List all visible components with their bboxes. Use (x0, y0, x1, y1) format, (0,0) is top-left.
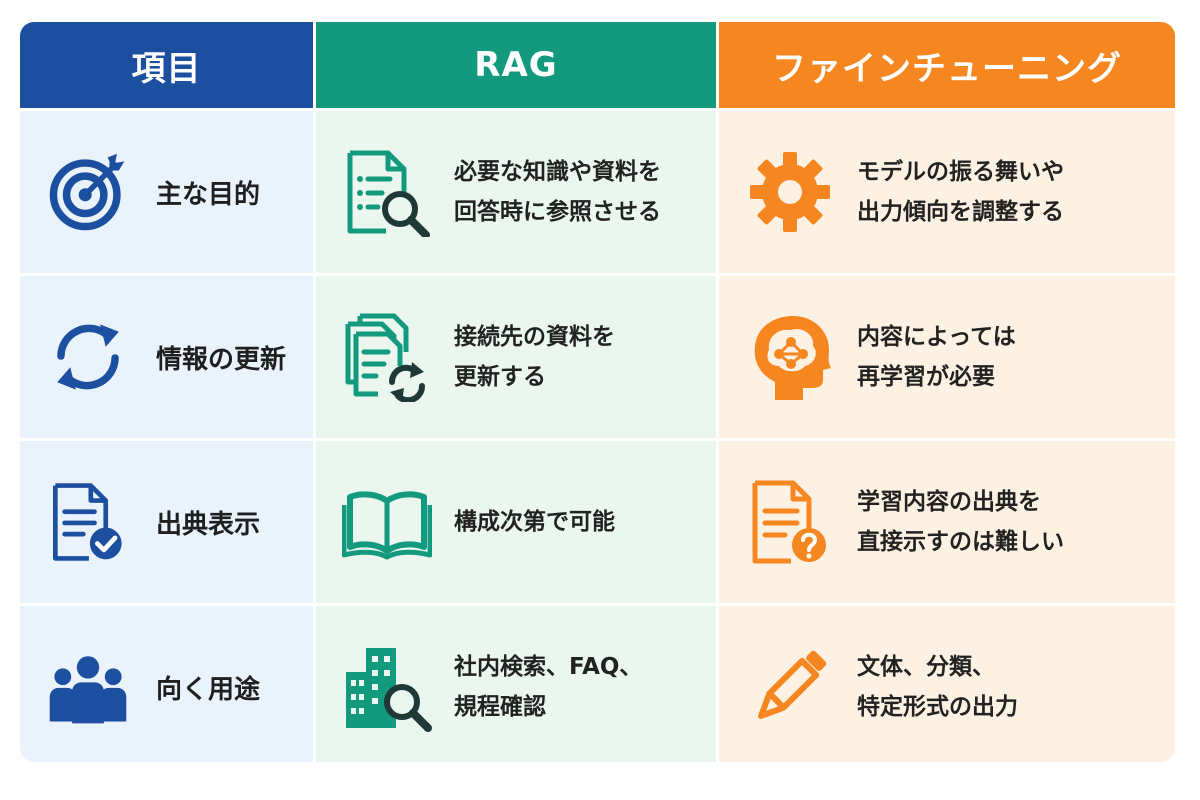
rag-description: 社内検索、FAQ、 規程確認 (454, 647, 642, 728)
description-line: 内容によっては (857, 323, 1016, 350)
ft-description: 文体、分類、 特定形式の出力 (857, 647, 1018, 728)
row-usecase-label-cell: 向く用途 (20, 606, 313, 762)
comparison-table: 項目 RAG ファインチューニング 主な目的 (20, 22, 1175, 762)
description-line: 規程確認 (454, 694, 546, 720)
row-purpose-label-cell: 主な目的 (20, 111, 313, 273)
description-line: 直接示すのは難しい (857, 529, 1064, 555)
description-line: 文体、分類、 (857, 653, 995, 680)
description-line: 更新する (454, 364, 546, 390)
description-line: 出力傾向を調整する (857, 199, 1064, 225)
description-line: 社内検索、FAQ、 (454, 653, 643, 680)
row-label: 主な目的 (156, 179, 261, 210)
header-finetuning-label: ファインチューニング (772, 48, 1122, 89)
row-citation-ft-cell: 学習内容の出典を 直接示すのは難しい (719, 441, 1175, 603)
brain-head-icon (745, 312, 835, 402)
document-question-icon (745, 477, 835, 567)
document-check-icon (46, 477, 130, 567)
row-purpose-ft-cell: モデルの振る舞いや 出力傾向を調整する (719, 111, 1175, 273)
header-item-label: 項目 (131, 48, 202, 89)
refresh-icon (46, 312, 130, 402)
row-usecase-rag-cell: 社内検索、FAQ、 規程確認 (316, 606, 716, 762)
description-line: 回答時に参照させる (454, 199, 661, 225)
building-search-icon (342, 642, 432, 732)
row-purpose-rag-cell: 必要な知識や資料を 回答時に参照させる (316, 111, 716, 273)
pencil-icon (745, 642, 835, 732)
people-icon (46, 642, 130, 732)
documents-refresh-icon (342, 312, 432, 402)
row-update-label-cell: 情報の更新 (20, 276, 313, 438)
ft-description: モデルの振る舞いや 出力傾向を調整する (857, 152, 1064, 233)
description-line: 必要な知識や資料を (454, 158, 661, 185)
ft-description: 内容によっては 再学習が必要 (857, 317, 1016, 398)
description-line: 再学習が必要 (857, 364, 995, 390)
description-line: 構成次第で可能 (454, 508, 615, 535)
row-label: 情報の更新 (156, 344, 287, 375)
header-item: 項目 (20, 22, 313, 108)
gear-icon (745, 147, 835, 237)
ft-description: 学習内容の出典を 直接示すのは難しい (857, 482, 1064, 563)
header-rag: RAG (316, 22, 716, 108)
header-rag-label: RAG (474, 45, 558, 85)
row-label: 向く用途 (156, 674, 261, 705)
row-update-rag-cell: 接続先の資料を 更新する (316, 276, 716, 438)
description-line: 学習内容の出典を (857, 488, 1041, 515)
rag-description: 構成次第で可能 (454, 502, 615, 542)
description-line: 特定形式の出力 (857, 694, 1018, 720)
open-book-icon (342, 477, 432, 567)
description-line: 接続先の資料を (454, 323, 615, 350)
description-line: モデルの振る舞いや (857, 158, 1064, 185)
row-update-ft-cell: 内容によっては 再学習が必要 (719, 276, 1175, 438)
row-citation-label-cell: 出典表示 (20, 441, 313, 603)
rag-description: 接続先の資料を 更新する (454, 317, 615, 398)
header-finetuning: ファインチューニング (719, 22, 1175, 108)
rag-description: 必要な知識や資料を 回答時に参照させる (454, 152, 661, 233)
document-search-icon (342, 147, 432, 237)
row-citation-rag-cell: 構成次第で可能 (316, 441, 716, 603)
row-usecase-ft-cell: 文体、分類、 特定形式の出力 (719, 606, 1175, 762)
row-label: 出典表示 (156, 509, 261, 540)
target-icon (46, 147, 130, 237)
